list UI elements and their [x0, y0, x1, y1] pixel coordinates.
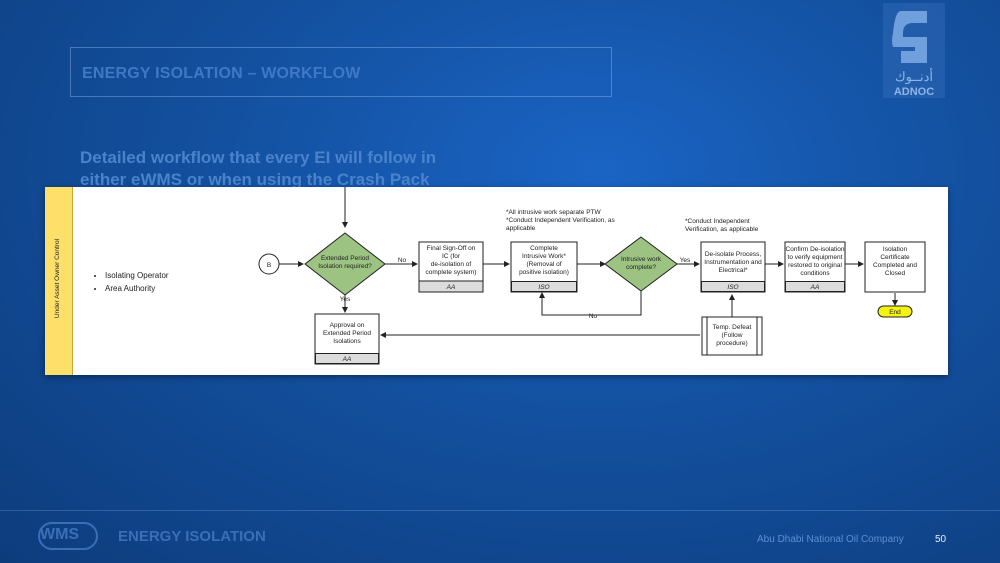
subtitle-line-2: either eWMS or when using the Crash Pack — [80, 170, 430, 189]
svg-text:positive isolation): positive isolation) — [519, 269, 569, 276]
role-list: Isolating Operator Area Authority — [91, 269, 169, 295]
wms-logo-ring — [38, 522, 98, 550]
svg-text:No: No — [398, 257, 407, 264]
svg-text:Instrumentation and: Instrumentation and — [704, 259, 762, 266]
flow-canvas: B Extended Period Isolation required? No… — [258, 187, 926, 365]
svg-text:*Conduct Independent Verificat: *Conduct Independent Verification, as — [506, 217, 616, 224]
svg-text:Complete: Complete — [530, 245, 558, 252]
svg-text:Approval on: Approval on — [330, 322, 365, 329]
wms-logo: WMS — [40, 526, 80, 543]
svg-text:Final Sign-Off on: Final Sign-Off on — [427, 245, 476, 252]
company-name: Abu Dhabi National Oil Company — [757, 534, 904, 545]
svg-text:Yes: Yes — [680, 257, 691, 264]
connector-b — [258, 253, 280, 275]
role-item: Isolating Operator — [105, 269, 169, 282]
svg-text:complete system): complete system) — [426, 269, 477, 276]
svg-text:Completed and: Completed and — [873, 262, 917, 269]
process-isolation-certificate — [864, 241, 926, 293]
svg-text:أدنــوك: أدنــوك — [895, 68, 933, 85]
svg-text:AA: AA — [446, 284, 456, 291]
svg-text:Isolation required?: Isolation required? — [318, 263, 372, 270]
svg-text:IC (for: IC (for — [442, 253, 461, 260]
svg-text:applicable: applicable — [506, 225, 536, 232]
role-item: Area Authority — [105, 282, 169, 295]
svg-text:(Follow: (Follow — [722, 332, 743, 339]
svg-text:Intrusive Work*: Intrusive Work* — [522, 253, 566, 260]
process-temp-defeat — [701, 316, 763, 356]
svg-text:Certificate: Certificate — [880, 254, 910, 261]
page-title: ENERGY ISOLATION – WORKFLOW — [82, 65, 361, 82]
svg-text:ISO: ISO — [538, 284, 549, 291]
svg-text:Extended Period: Extended Period — [321, 255, 369, 262]
svg-text:complete?: complete? — [626, 264, 656, 271]
svg-text:Verification, as applicable: Verification, as applicable — [685, 226, 759, 233]
svg-text:to verify equipment: to verify equipment — [788, 254, 843, 261]
svg-text:conditions: conditions — [800, 270, 830, 277]
svg-text:ADNOC: ADNOC — [894, 86, 934, 98]
svg-text:*Conduct Independent: *Conduct Independent — [685, 218, 750, 225]
svg-text:End: End — [889, 309, 901, 316]
svg-text:ISO: ISO — [727, 284, 738, 291]
svg-text:AA: AA — [810, 284, 820, 291]
svg-text:Isolations: Isolations — [333, 338, 361, 345]
adnoc-logo: أدنــوك ADNOC — [883, 3, 945, 98]
svg-text:Intrusive work: Intrusive work — [621, 256, 662, 263]
title-frame — [70, 47, 612, 97]
svg-text:de-isolation of: de-isolation of — [431, 261, 472, 268]
svg-text:Extended Period: Extended Period — [323, 330, 371, 337]
svg-text:AA: AA — [342, 356, 352, 363]
svg-text:Isolation: Isolation — [883, 246, 908, 253]
svg-text:Electrical*: Electrical* — [719, 267, 748, 274]
footer-title: ENERGY ISOLATION — [118, 528, 266, 545]
subtitle-line-1: Detailed workflow that every EI will fol… — [80, 148, 437, 167]
swimlane-header: Under Asset Owner Control — [45, 187, 73, 375]
decision-intrusive-complete — [604, 236, 678, 292]
svg-text:Yes: Yes — [340, 296, 351, 303]
workflow-diagram: Under Asset Owner Control Isolating Oper… — [45, 187, 948, 375]
terminator-end — [877, 305, 913, 318]
svg-text:De-isolate Process,: De-isolate Process, — [705, 251, 762, 258]
svg-text:No: No — [589, 313, 598, 320]
footer-divider — [0, 510, 1000, 511]
page-subtitle: Detailed workflow that every EI will fol… — [80, 147, 500, 191]
svg-text:Confirm De-isolation: Confirm De-isolation — [786, 246, 845, 253]
svg-text:procedure): procedure) — [716, 340, 747, 347]
svg-text:restored to original: restored to original — [788, 262, 842, 269]
svg-text:Temp. Defeat: Temp. Defeat — [713, 324, 752, 331]
page-number: 50 — [935, 534, 947, 545]
svg-text:B: B — [267, 262, 271, 269]
svg-text:Closed: Closed — [885, 270, 906, 277]
decision-extended-period — [304, 232, 386, 296]
svg-text:*All intrusive work separate P: *All intrusive work separate PTW — [506, 209, 602, 216]
svg-text:(Removal of: (Removal of — [526, 261, 561, 268]
